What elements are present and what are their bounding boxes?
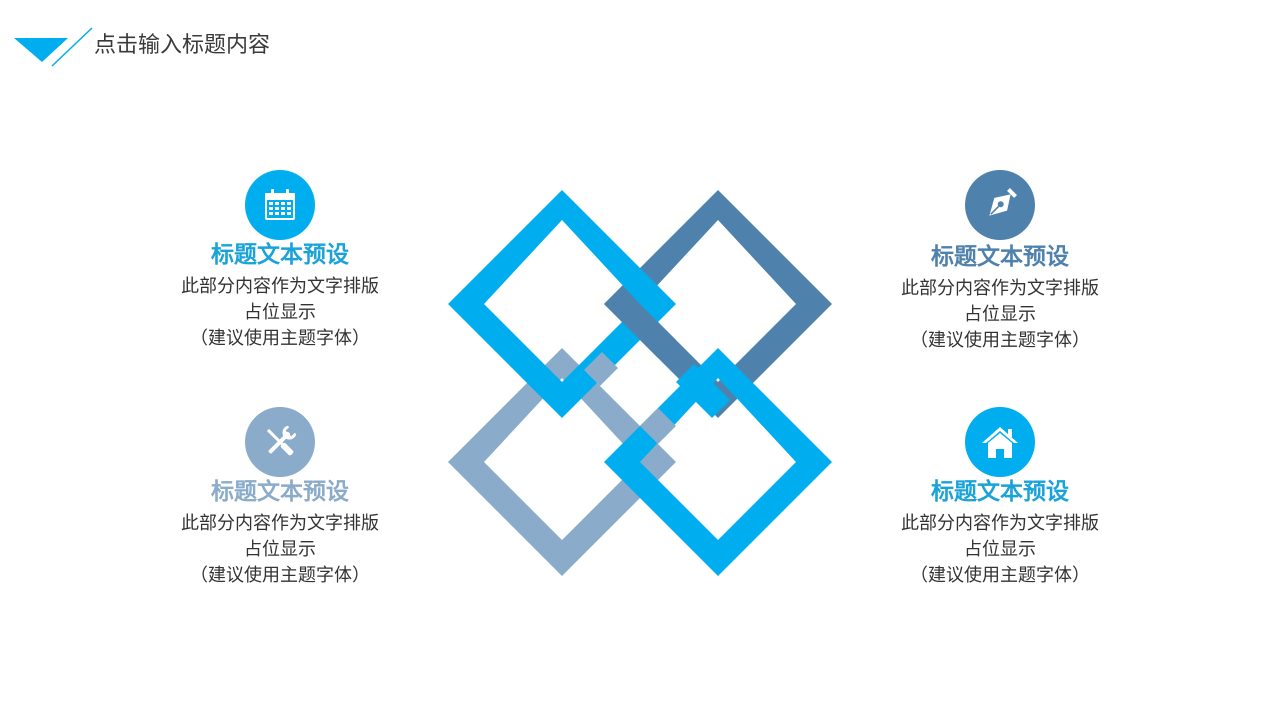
pen-nib-icon-badge	[965, 170, 1035, 240]
home-icon	[982, 427, 1018, 458]
card-body: 此部分内容作为文字排版 占位显示 （建议使用主题字体）	[870, 276, 1130, 354]
card-title: 标题文本预设	[931, 478, 1069, 505]
tools-icon	[266, 425, 297, 456]
card-title: 标题文本预设	[211, 241, 349, 268]
card-body-line: 此部分内容作为文字排版	[901, 278, 1099, 299]
page-title: 点击输入标题内容	[94, 33, 271, 58]
calendar-icon-badge	[245, 170, 315, 240]
card-body-line: （建议使用主题字体）	[190, 328, 370, 349]
tools-icon-badge	[245, 407, 315, 477]
card-body-line: （建议使用主题字体）	[910, 565, 1090, 586]
card-body-line: （建议使用主题字体）	[910, 330, 1090, 351]
diamond-bottom-left	[448, 348, 676, 576]
diamond-top-right	[604, 190, 832, 418]
calendar-icon	[265, 189, 295, 220]
card-body-line: 此部分内容作为文字排版	[181, 513, 379, 534]
card-body-line: 占位显示	[244, 539, 316, 560]
weave-patch	[640, 408, 676, 444]
card-title: 标题文本预设	[211, 478, 349, 505]
feature-card-top-right: 标题文本预设 此部分内容作为文字排版 占位显示 （建议使用主题字体）	[870, 170, 1130, 354]
weave-patch	[584, 352, 618, 386]
feature-card-top-left: 标题文本预设 此部分内容作为文字排版 占位显示 （建议使用主题字体）	[150, 170, 410, 352]
feature-card-bottom-right: 标题文本预设 此部分内容作为文字排版 占位显示 （建议使用主题字体）	[870, 407, 1130, 589]
card-title: 标题文本预设	[931, 243, 1069, 270]
diamond-bottom-right	[604, 348, 832, 576]
card-body: 此部分内容作为文字排版 占位显示 （建议使用主题字体）	[150, 274, 410, 352]
weave-patch	[676, 364, 730, 418]
card-body-line: （建议使用主题字体）	[190, 565, 370, 586]
interlocking-diamonds-graphic	[448, 190, 832, 576]
diamond-top-left	[448, 190, 676, 418]
card-body-line: 占位显示	[244, 302, 316, 323]
header-triangle-logo	[14, 27, 93, 67]
card-body-line: 占位显示	[964, 304, 1036, 325]
slide-header: 点击输入标题内容	[0, 0, 1280, 80]
feature-card-bottom-left: 标题文本预设 此部分内容作为文字排版 占位显示 （建议使用主题字体）	[150, 407, 410, 589]
card-body-line: 此部分内容作为文字排版	[901, 513, 1099, 534]
weave-patch	[604, 286, 676, 358]
pen-nib-icon	[989, 188, 1017, 216]
home-icon-badge	[965, 407, 1035, 477]
card-body-line: 占位显示	[964, 539, 1036, 560]
card-body-line: 此部分内容作为文字排版	[181, 276, 379, 297]
card-body: 此部分内容作为文字排版 占位显示 （建议使用主题字体）	[870, 511, 1130, 589]
card-body: 此部分内容作为文字排版 占位显示 （建议使用主题字体）	[150, 511, 410, 589]
